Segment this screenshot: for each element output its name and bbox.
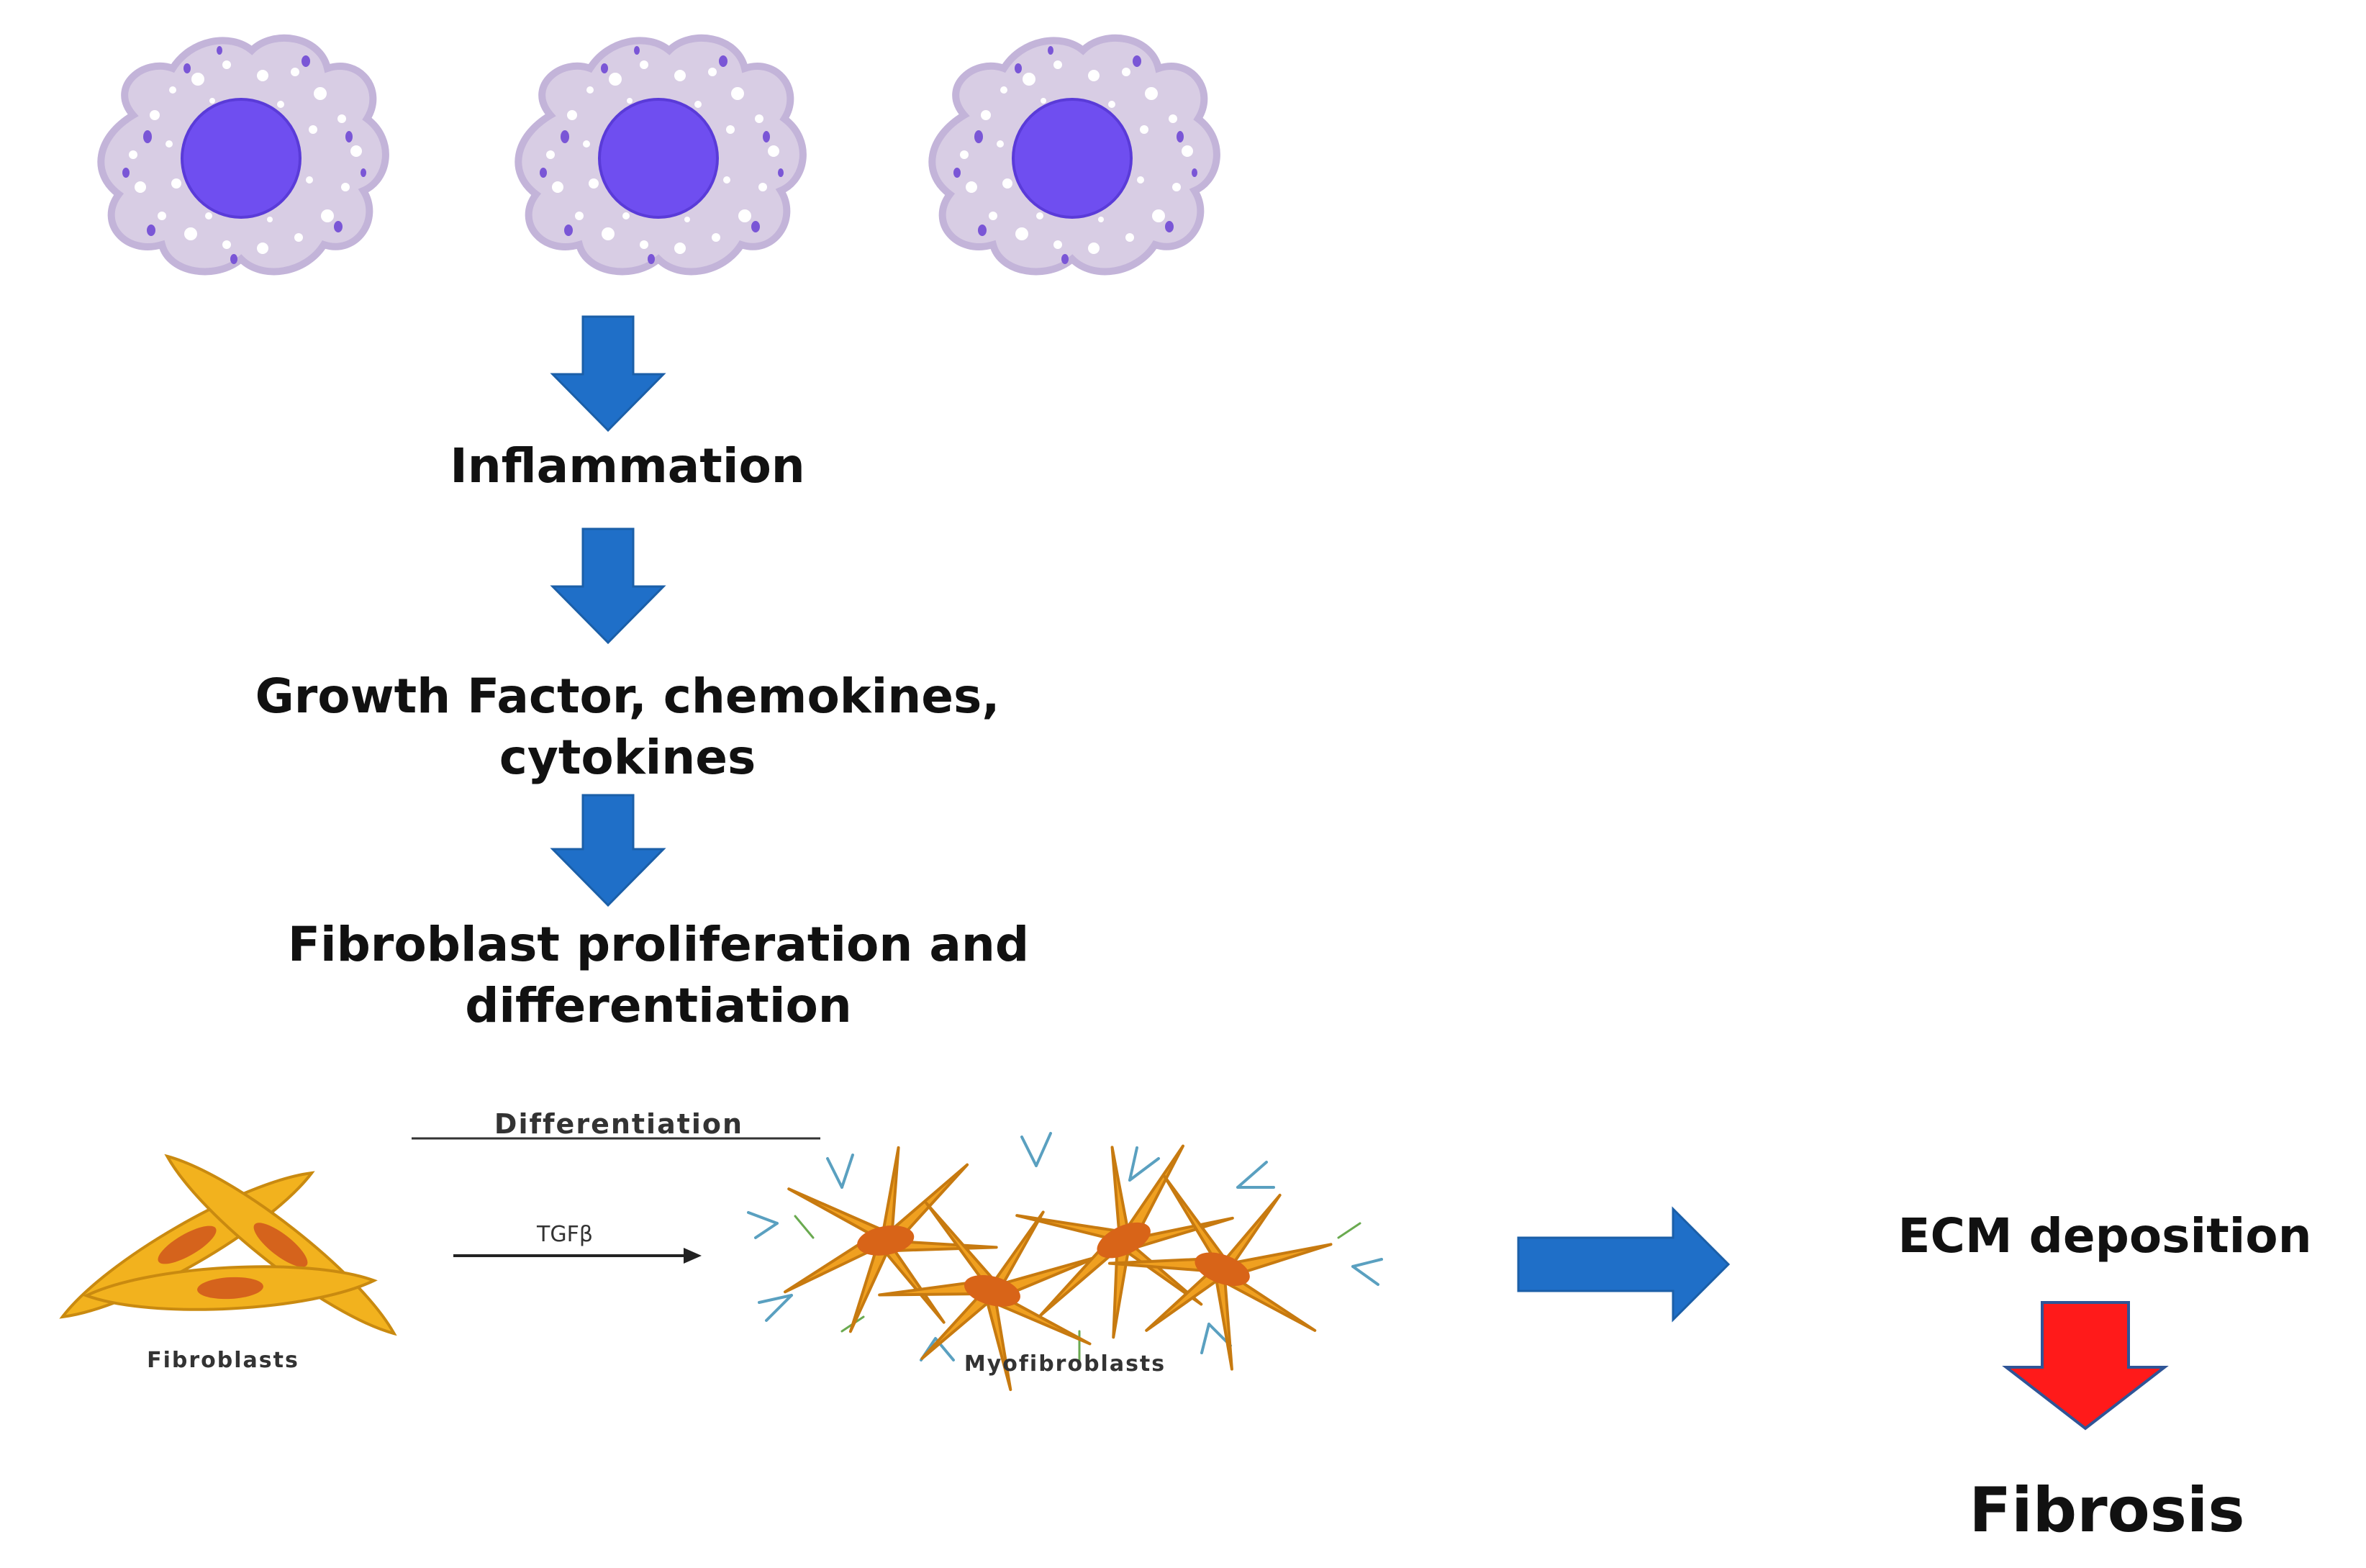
tgfb-arrow-head xyxy=(684,1248,702,1264)
immune-cell-icon xyxy=(518,38,803,272)
immune-cell-icon xyxy=(101,38,386,272)
fibroblast-cell-icon xyxy=(50,1138,409,1351)
step-fibroblast-line1: Fibroblast proliferation and xyxy=(288,917,1029,972)
step-growth-factors-line1: Growth Factor, chemokines, xyxy=(255,669,1000,724)
step-inflammation: Inflammation xyxy=(450,438,805,494)
label-myofibroblasts: Myofibroblasts xyxy=(964,1351,1166,1377)
step-ecm-deposition: ECM deposition xyxy=(1898,1208,2311,1264)
red-down-arrow-icon xyxy=(2002,1301,2169,1431)
step-growth-factors-line2: cytokines xyxy=(499,730,756,785)
step-fibrosis: Fibrosis xyxy=(1969,1474,2244,1546)
right-arrow-icon xyxy=(1517,1206,1731,1323)
label-fibroblasts: Fibroblasts xyxy=(147,1348,299,1373)
down-arrow-icon xyxy=(550,794,666,907)
down-arrow-icon xyxy=(550,527,666,645)
inset-heading: Differentiation xyxy=(494,1108,743,1140)
down-arrow-icon xyxy=(550,315,666,432)
myofibroblast-cell-icon xyxy=(747,1112,1383,1408)
immune-cell-icon xyxy=(932,38,1217,272)
step-fibroblast-line2: differentiation xyxy=(465,978,852,1033)
label-tgfb: TGFβ xyxy=(536,1222,593,1247)
